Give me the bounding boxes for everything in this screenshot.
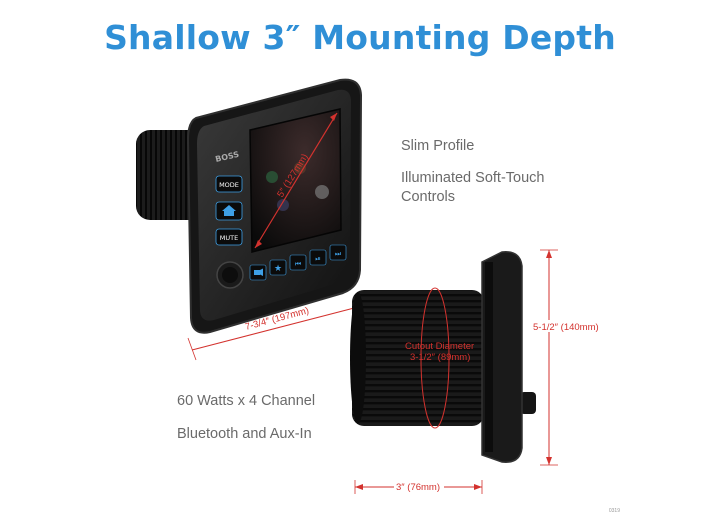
- svg-text:MODE: MODE: [219, 181, 239, 189]
- cutout-value: 3-1/2″ (89mm): [410, 352, 470, 363]
- depth-label: 3″ (76mm): [396, 482, 440, 493]
- cutout-outline: [420, 287, 450, 429]
- heatsink-side: [352, 290, 484, 426]
- screen-app-icon: [315, 185, 329, 199]
- camera-icon: [254, 270, 260, 275]
- side-unit: Cutout Diameter 3-1/2″ (89mm) 5-1/2″ (14…: [350, 249, 605, 494]
- page-title: Shallow 3″ Mounting Depth: [104, 18, 616, 57]
- bottom-button-row: ★ ⏮ ⏯ ⏭: [249, 244, 347, 281]
- cutout-label: Cutout Diameter: [405, 341, 474, 352]
- footnote: 0319: [608, 508, 620, 514]
- star-icon: ★: [274, 263, 282, 273]
- mode-button: MODE: [215, 175, 243, 193]
- home-button: [215, 201, 243, 221]
- previous-icon: ⏮: [295, 261, 301, 268]
- screen-app-icon: [277, 199, 289, 211]
- rear-knob: [520, 392, 536, 414]
- home-icon: [222, 205, 236, 216]
- screen-app-icon: [266, 171, 278, 183]
- mute-button: MUTE: [215, 228, 243, 246]
- play-pause-icon: ⏯: [315, 256, 321, 263]
- feature-bluetooth: Bluetooth and Aux-In: [177, 426, 312, 442]
- screen-diagonal-line: [254, 112, 338, 249]
- feature-slim-profile: Slim Profile: [401, 138, 475, 154]
- svg-text:MUTE: MUTE: [220, 234, 238, 242]
- feature-illuminated-controls: Illuminated Soft-Touch Controls: [401, 170, 545, 205]
- height-label: 5-1/2″ (140mm): [533, 322, 599, 333]
- feature-watts: 60 Watts x 4 Channel: [177, 393, 316, 409]
- next-icon: ⏭: [335, 251, 342, 258]
- front-unit: BOSS MODE MUTE ★ ⏮ ⏯: [136, 78, 363, 361]
- width-dimension-line: [191, 306, 359, 351]
- screen-app-icon: [294, 162, 306, 174]
